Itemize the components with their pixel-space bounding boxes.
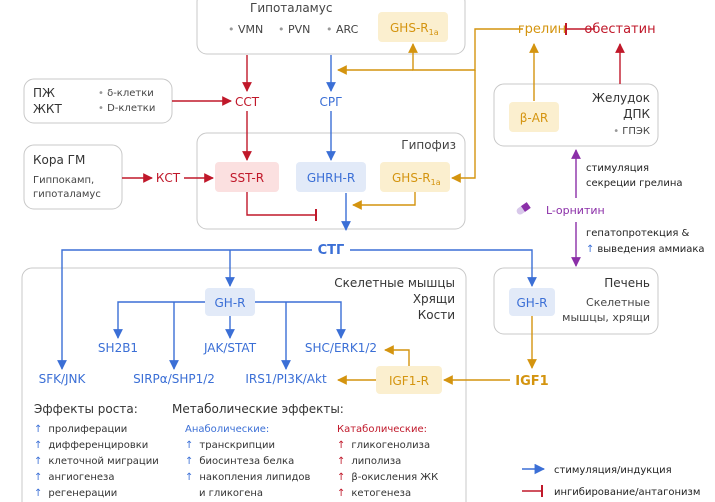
catabolic-item: ↑кетогенеза [337,488,411,499]
tissue-ghr-label: GH-R [215,296,246,310]
cortex-title: Кора ГМ [33,153,85,167]
nucleus-vmn: • VMN [228,23,263,36]
growth-item: ↑дифференцировки [34,440,148,451]
pathway-sh2b1: SH2B1 [98,341,138,355]
ghr-branch-sh2b1 [113,301,205,339]
stg-to-sfkjnk-line [57,249,312,370]
igf1r-box [376,366,442,394]
hypothalamus-ghsr-box [378,12,448,42]
anabolic-item: и гликогена [199,488,263,499]
pituitary-ghsr-label: GHS-R1a [392,171,441,187]
liver-effect-line-1: гепатопротекция & [586,228,690,239]
duodenum-title: ДПК [623,107,650,121]
pancreas-git-panel: ПЖ ЖКТ • δ-клетки • D-клетки [23,78,173,124]
stg-to-liver-ghr-line [350,249,537,287]
kst-label: КСТ [156,171,181,185]
legend-stim-label: стимуляция/индукция [554,465,672,476]
hypothalamus-panel: Гипоталамус • VMN • PVN • ARC GHS-R1a [196,0,466,55]
anabolic-item: ↑биосинтеза белка [185,456,294,467]
hypothalamus-title: Гипоталамус [250,1,332,15]
d-cells: • D-клетки [98,103,155,114]
tissues-title-3: Кости [418,308,455,322]
igf1r-label: IGF1-R [389,374,429,388]
anabolic-title: Анаболические: [185,424,269,435]
tissues-panel: Скелетные мышцы Хрящи Кости GH-R [21,267,467,502]
sstr-inhibit-line [246,192,316,216]
igf1-label: IGF1 [515,374,548,389]
hypothalamus-ghsr-label: GHS-R1a [390,21,439,37]
gpek-cells: • ГПЭК [613,126,650,137]
anabolic-list: ↑транскрипции ↑биосинтеза белка ↑накопле… [185,440,310,499]
liver-panel: Печень Скелетные мышцы, хрящи GH-R [493,267,659,335]
liver-ghr-label: GH-R [517,296,548,310]
liver-title: Печень [604,276,650,290]
pituitary-panel: Гипофиз SST-R GHRH-R GHS-R1a [196,132,466,230]
sstr-box [215,162,279,192]
cortex-line-1: Гиппокамп, [33,175,94,186]
growth-effects-title: Эффекты роста: [34,402,138,416]
pancreas-label: ПЖ [33,86,55,100]
tissues-title-2: Хрящи [413,292,455,306]
git-label: ЖКТ [33,102,62,116]
pathway-sirpa-shp: SIRPα/SHP1/2 [133,372,215,386]
stg-label: СТГ [318,243,345,258]
ghrelin-stim-line-2: секреции грелина [586,178,682,189]
pit-ghsr-to-ghrhr-line [352,192,416,210]
catabolic-item: ↑липолиза [337,456,401,467]
pituitary-title: Гипофиз [401,138,456,152]
sst-label: ССТ [235,95,260,109]
liver-line-1: Скелетные [586,296,650,309]
stomach-title: Желудок [592,91,650,105]
growth-item: ↑ангиогенеза [34,472,114,483]
pathway-irs1-pi3k-akt: IRS1/PI3K/Akt [245,372,327,386]
cortex-line-2: гипоталамус [33,189,101,200]
ghrhr-label: GHRH-R [307,171,355,185]
ornithine-label: L-орнитин [546,204,605,217]
igf1r-to-shc-line [384,345,410,366]
anabolic-item: ↑накопления липидов [185,472,310,483]
stomach-panel: Желудок ДПК • ГПЭК β-AR [493,83,659,147]
connectors [57,23,625,385]
pathway-shc-erk: SHC/ERK1/2 [305,341,377,355]
ghrhr-box [296,162,366,192]
nucleus-pvn: • PVN [278,23,310,36]
anabolic-item: ↑транскрипции [185,440,275,451]
sstr-label: SST-R [230,171,264,185]
tissue-ghr-box [205,288,255,316]
liver-ghr-box [509,288,555,316]
ghr-branch-shc [255,301,346,339]
beta-ar-box [509,102,559,132]
pathway-jak-stat: JAK/STAT [203,341,257,355]
catabolic-item: ↑гликогенолиза [337,440,430,451]
growth-item: ↑регенерации [34,488,117,499]
legend: стимуляция/индукция ингибирование/антаго… [522,463,700,498]
legend-inhib-label: ингибирование/антагонизм [554,487,700,498]
ghrelin-to-pit-ghsr-line [451,70,476,183]
tissues-title-1: Скелетные мышцы [334,276,455,290]
cortex-panel: Кора ГМ Гиппокамп, гипоталамус [23,144,123,210]
growth-item: ↑клеточной миграции [34,456,159,467]
liver-effect-line-2: ↑выведения аммиака [586,244,705,255]
catabolic-list: ↑гликогенолиза ↑липолиза ↑β-окисления ЖК… [337,440,438,499]
srg-label: СРГ [320,95,343,109]
nucleus-arc: • ARC [326,23,359,36]
catabolic-title: Катаболические: [337,424,427,435]
pathway-sfk-jnk: SFK/JNK [39,372,87,386]
growth-effects-list: ↑пролиферации ↑дифференцировки ↑клеточно… [34,424,159,499]
ornithine-pill-icon [516,202,531,215]
growth-item: ↑пролиферации [34,424,127,435]
metabolic-effects-title: Метаболические эффекты: [172,402,344,416]
catabolic-item: ↑β-окисления ЖК [337,472,438,483]
liver-line-2: мышцы, хрящи [562,311,650,324]
ghrelin-stim-line-1: стимуляция [586,163,649,174]
ghrelin-label: грелин [518,22,566,37]
obestatin-label: обестатин [584,22,655,37]
beta-ar-label: β-AR [520,111,549,125]
pituitary-ghsr-box [380,162,450,192]
delta-cells: • δ-клетки [98,88,154,99]
